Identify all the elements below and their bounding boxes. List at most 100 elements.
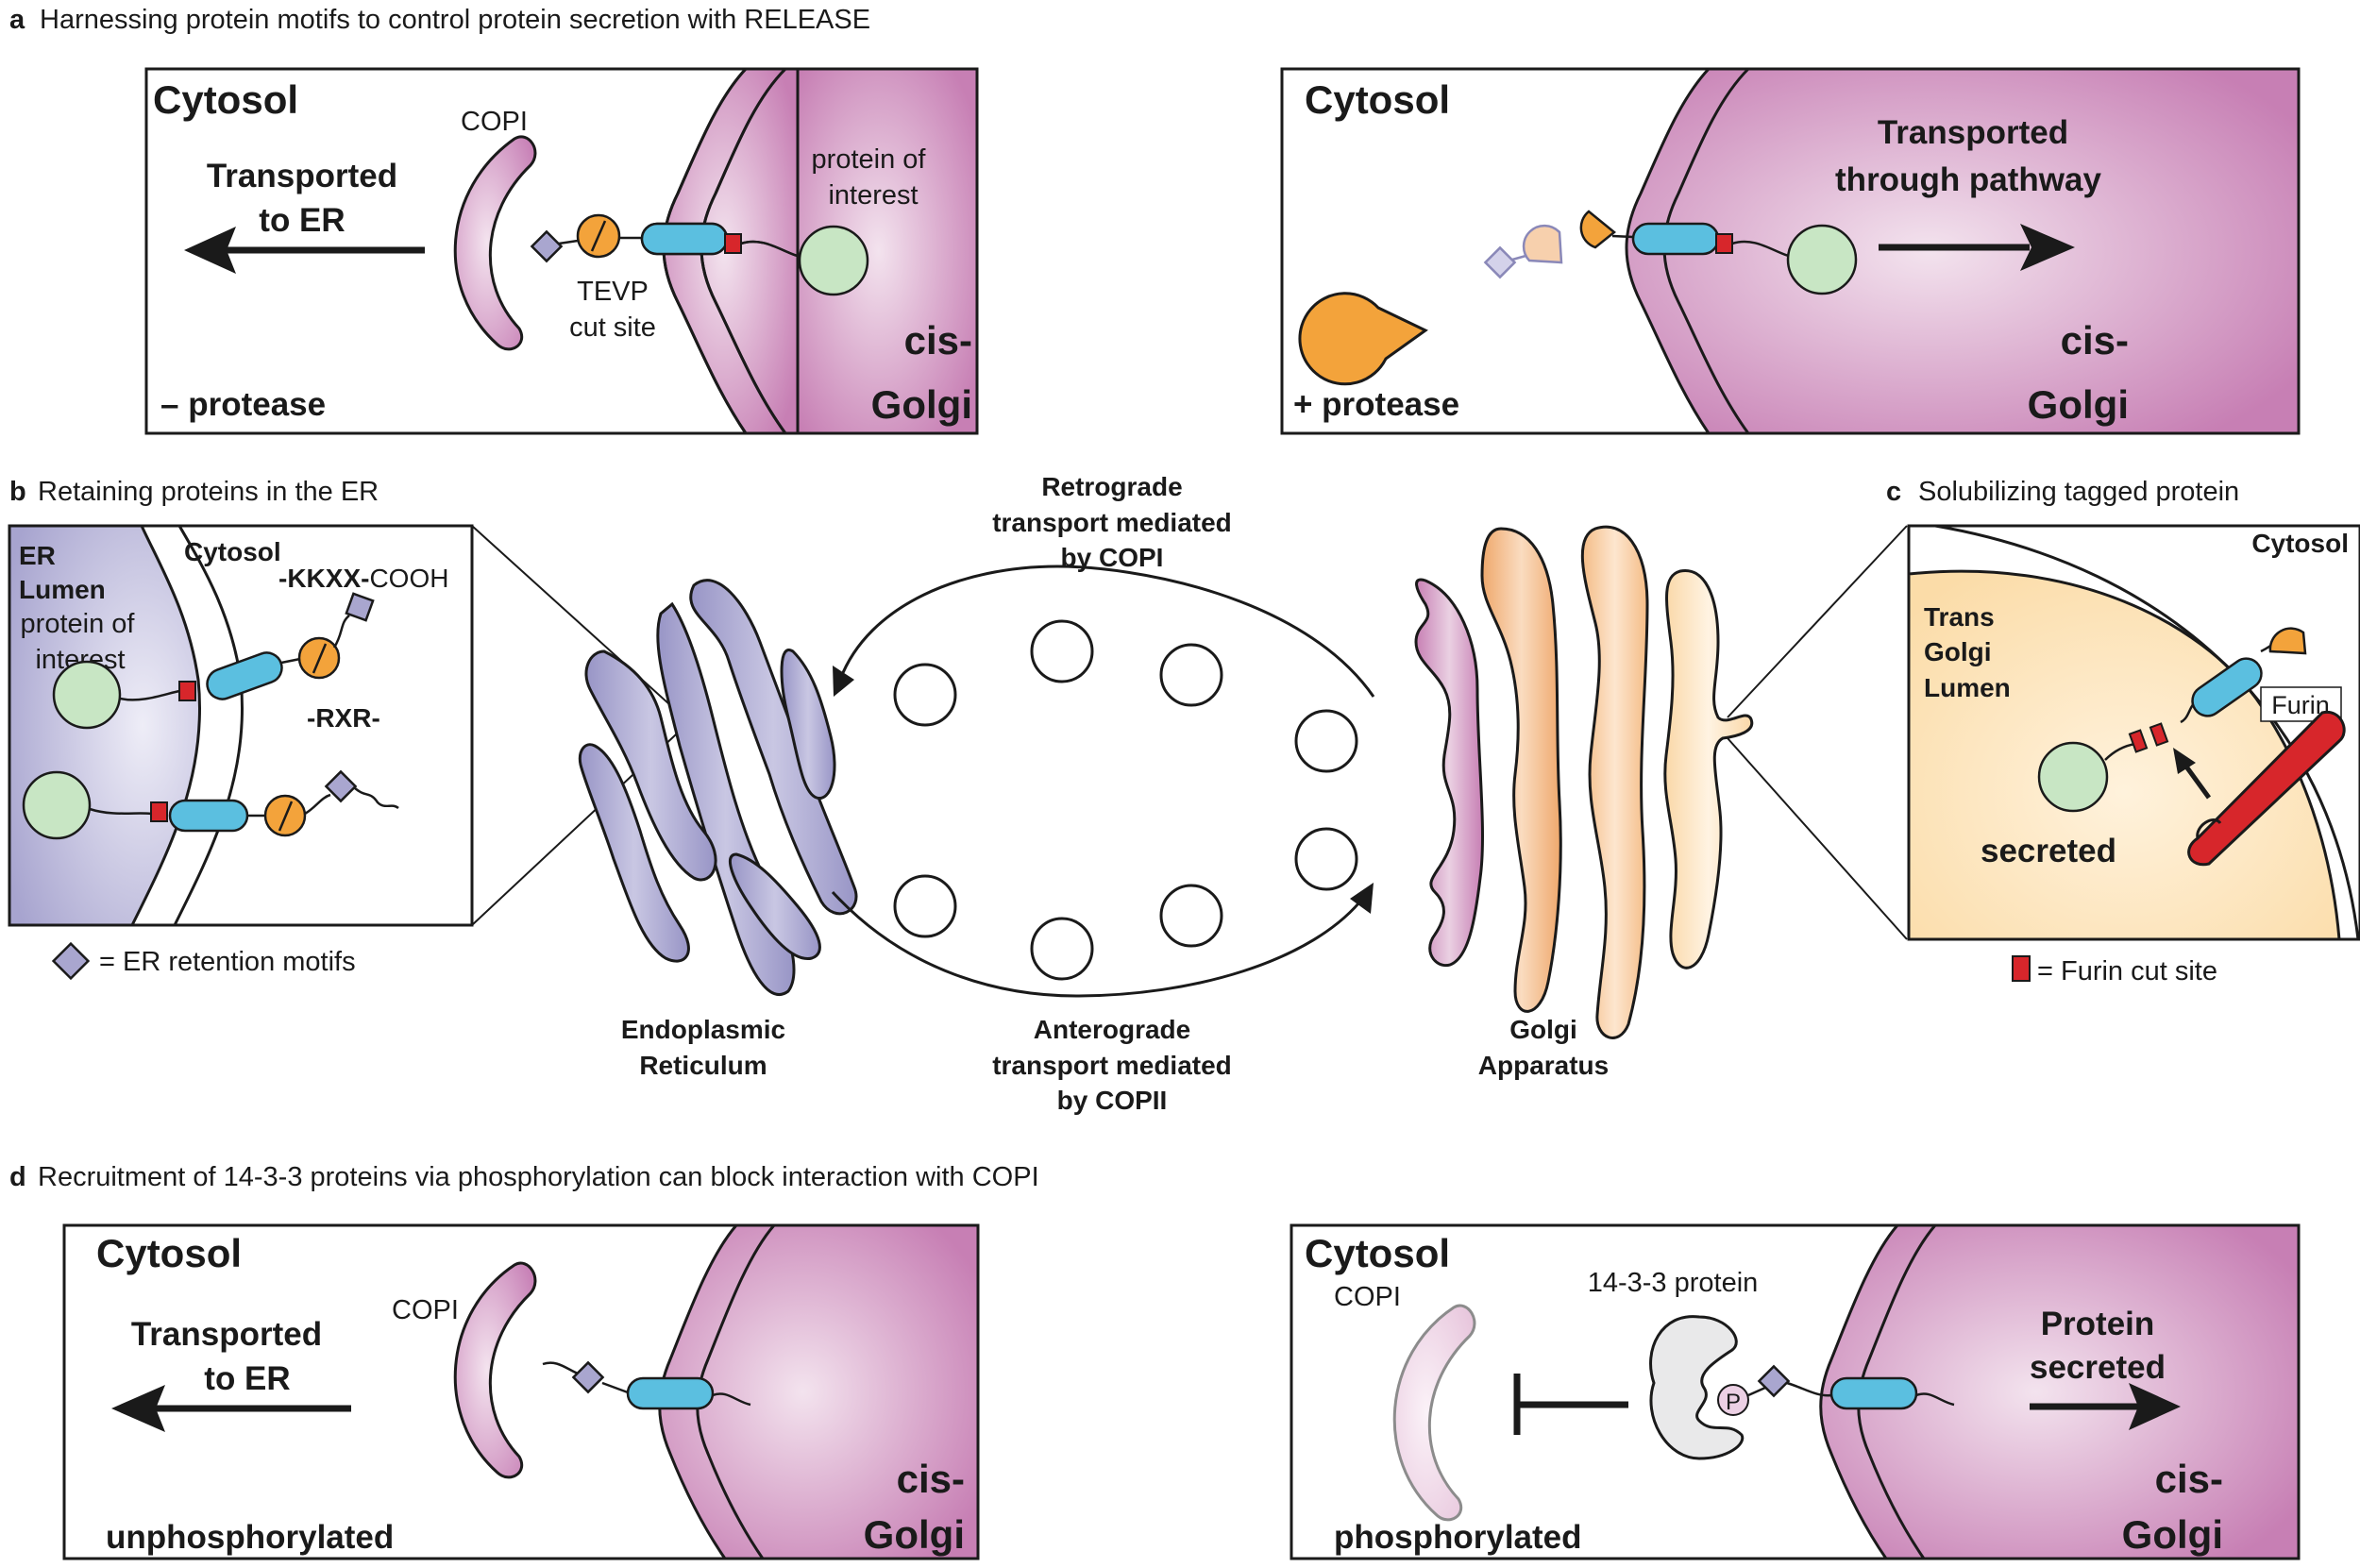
legend-label: = Furin cut site [2037,956,2217,986]
transported-to-er-2: to ER [204,1360,290,1397]
copi-label: COPI [392,1295,459,1325]
protein-secreted-1: Protein [2041,1306,2155,1342]
cis-label: cis- [2061,318,2129,362]
protein-of-interest-icon [52,660,122,730]
transported-through-1: Transported [1878,114,2068,151]
legend-motif-icon [51,941,91,981]
cytosol-label: Cytosol [1305,77,1450,122]
right-arrow [2020,224,2075,271]
cis-label: cis- [897,1457,965,1501]
copi-coat [453,135,537,351]
cis-label-b: cis- [904,318,972,362]
cytosol-label: Cytosol [184,537,281,566]
protein-secreted-2: secreted [2030,1349,2166,1386]
golgi-label: Golgi [2122,1512,2223,1557]
condition-label: phosphorylated [1334,1519,1582,1556]
copi-coat-faded [1392,1304,1476,1522]
transport-vesicles [893,619,1358,981]
panel-c: c Solubilizing tagged protein Cytosol Tr… [1886,477,2360,986]
golgi-caption-2: Apparatus [1478,1051,1609,1080]
transported-to-er-1: Transported [131,1316,322,1353]
endoplasmic-reticulum [578,579,858,996]
golgi-caption-1: Golgi [1509,1015,1577,1044]
lumen-label-2: Golgi [1924,637,1992,666]
copi-label: COPI [461,107,528,137]
cleaved-tevp-half [1522,224,1563,264]
er-caption-1: Endoplasmic [621,1015,785,1044]
protein-1433-icon [1649,1315,1745,1460]
lumen-label-1: Trans [1924,602,1995,632]
legend-furin-icon [2012,955,2031,982]
transported-through-2: through pathway [1835,161,2101,198]
protein-1433-label: 14-3-3 protein [1588,1268,1759,1298]
rxr-label: -RXR- [307,703,380,733]
retro-label-3: by COPI [1061,543,1164,572]
transmembrane-domain [626,1376,715,1410]
er-retention-motif [571,1360,605,1394]
er-caption-2: Reticulum [639,1051,767,1080]
anterograde-arc [831,890,1366,998]
panel-a: a Harnessing protein motifs to control p… [9,5,2301,435]
golgi-label: Golgi [864,1512,965,1557]
panel-d-letter: d [9,1162,26,1192]
panel-a-letter: a [9,5,25,35]
copi-coat [453,1261,537,1479]
cleaved-motif [1483,245,1517,279]
central-pathway: Endoplasmic Reticulum Retrograde transpo… [578,472,1908,1115]
kkxx-label: -KKXX-COOH [278,564,448,593]
cytosol-label: Cytosol [2251,529,2349,558]
panel-d-right-box: Cytosol COPI 14-3-3 protein P Protein se… [1290,1223,2301,1560]
panel-b: b Retaining proteins in the ER ER Lumen … [8,477,690,981]
phospho-label: P [1726,1390,1741,1415]
panel-a-title: Harnessing protein motifs to control pro… [40,5,870,35]
antero-label-2: transport mediated [992,1051,1232,1080]
furin-protease-icon [2187,710,2346,867]
copi-label: COPI [1334,1282,1401,1312]
secreted-label: secreted [1981,833,2116,869]
tevp-label-1: TEVP [577,277,649,307]
tevp-label-2: cut site [569,312,656,343]
cytosol-label: Cytosol [153,77,298,122]
antero-label-1: Anterograde [1034,1015,1190,1044]
panel-c-letter: c [1886,477,1901,507]
panel-b-title: Retaining proteins in the ER [38,477,379,507]
panel-b-letter: b [9,477,26,507]
cytosol-label: Cytosol [96,1231,242,1275]
retrograde-arrowhead [833,666,854,697]
poi-label-2b: interest [828,180,918,211]
golgi-apparatus [1414,525,1754,1039]
condition-label: unphosphorylated [106,1519,394,1556]
poi-label-1: protein of [21,609,136,639]
cytosol-label: Cytosol [1305,1231,1450,1275]
retro-label-2: transport mediated [992,508,1232,537]
protease-icon [1298,292,1428,386]
transported-to-er-2: to ER [259,202,345,239]
condition-label: + protease [1293,386,1459,423]
condition-label: – protease [160,386,326,423]
lumen-label-3: Lumen [1924,673,2011,702]
retrograde-arc [838,565,1375,698]
er-label-2: Lumen [19,575,106,604]
er-retention-motif [530,229,564,263]
transported-to-er-1: Transported [207,158,397,194]
left-arrow [184,227,236,274]
cis-label: cis- [2155,1457,2223,1501]
panel-c-title: Solubilizing tagged protein [1918,477,2239,507]
legend-label: = ER retention motifs [99,947,356,977]
er-retention-motif [345,592,375,622]
right-arrow [2129,1383,2181,1430]
antero-label-3: by COPII [1057,1086,1168,1115]
golgi-label-b: Golgi [871,382,972,427]
er-label-1: ER [19,541,56,570]
remaining-tevp-half [1579,210,1616,249]
anterograde-arrowhead [1350,883,1374,914]
panel-d: d Recruitment of 14-3-3 proteins via pho… [9,1162,2301,1560]
secreted-protein-icon [2037,741,2109,813]
panel-d-left-box: Cytosol COPI Transported to ER cis- Golg… [62,1223,980,1560]
left-arrow [111,1385,165,1432]
panel-a-right-box: Cytosol Transported through pathway cis-… [1280,67,2301,435]
golgi-label: Golgi [2028,382,2129,427]
poi-label-1b: protein of [812,144,927,175]
panel-d-title: Recruitment of 14-3-3 proteins via phosp… [38,1162,1039,1192]
